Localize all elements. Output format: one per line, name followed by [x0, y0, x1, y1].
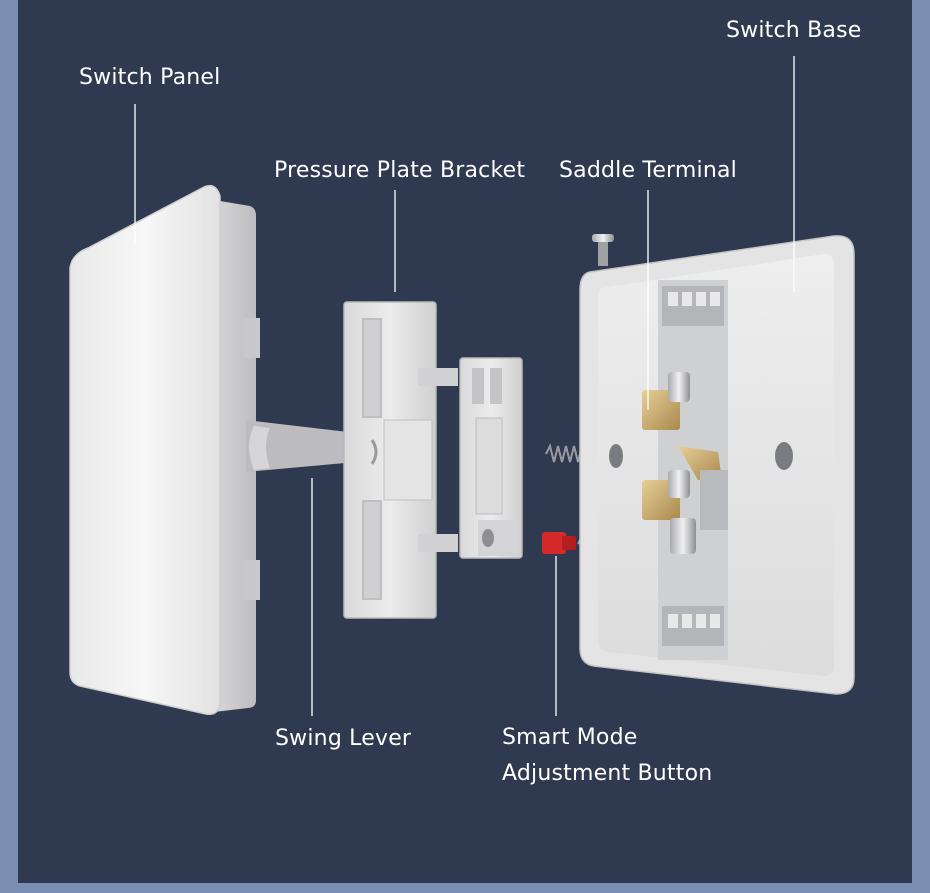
switch-assembly-illustration [69, 56, 855, 716]
saddle-terminal-part [642, 372, 728, 554]
switch-panel-label: Switch Panel [79, 65, 221, 90]
smart-mode-label-line1: Smart Mode [502, 725, 638, 750]
leader-lines [134, 56, 795, 716]
switch-base-label: Switch Base [726, 18, 862, 43]
smart-mode-adjustment-button-label: Smart Mode Adjustment Button [502, 720, 712, 792]
switch-panel-part [69, 184, 364, 716]
smart-mode-button-part [542, 532, 576, 554]
exploded-diagram: Switch Panel Switch Base Pressure Plate … [18, 0, 912, 883]
pressure-plate-bracket-label: Pressure Plate Bracket [274, 158, 526, 183]
smart-mode-label-line2: Adjustment Button [502, 761, 713, 786]
swing-lever-label: Swing Lever [275, 726, 412, 751]
pressure-plate-bracket-part [343, 301, 523, 619]
saddle-terminal-label: Saddle Terminal [559, 158, 737, 183]
